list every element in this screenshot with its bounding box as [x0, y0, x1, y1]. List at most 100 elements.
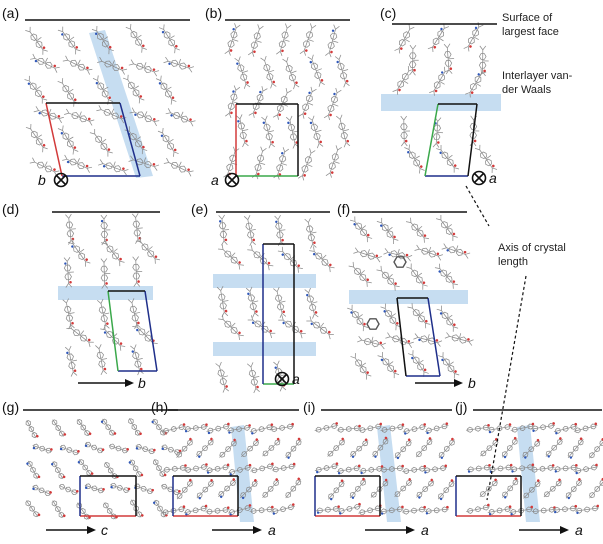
molecule-bond: [377, 355, 383, 358]
molecule-bond: [379, 508, 404, 513]
molecule-bond: [423, 237, 430, 240]
molecule-ring: [237, 64, 245, 72]
molecule-ring: [323, 424, 330, 431]
molecule-bond: [62, 299, 67, 304]
molecule-bond: [158, 27, 164, 30]
molecule-bond: [393, 238, 394, 244]
molecule-ring: [576, 507, 583, 514]
molecule: [376, 217, 399, 244]
molecule-bond: [405, 221, 412, 224]
oxygen-atom: [319, 140, 323, 144]
molecule-ring: [96, 32, 104, 41]
molecule-bond: [279, 313, 283, 318]
molecule-ring: [98, 306, 107, 314]
nitrogen-atom: [374, 455, 377, 458]
molecule-bond: [454, 373, 460, 376]
molecule-bond: [77, 502, 89, 520]
molecule: [248, 86, 268, 118]
molecule-bond: [423, 237, 425, 243]
molecule: [67, 238, 91, 267]
molecule-ring: [132, 263, 140, 271]
molecule-bond: [452, 235, 458, 238]
nitrogen-atom: [272, 512, 276, 515]
molecule: [309, 246, 335, 273]
molecule-ring: [59, 484, 66, 490]
molecule-bond: [297, 267, 303, 270]
oxygen-atom: [433, 45, 437, 49]
molecule: [76, 419, 92, 436]
nitrogen-atom: [418, 496, 421, 499]
molecule-ring: [467, 507, 474, 514]
molecule: [260, 55, 277, 89]
molecule-bond: [69, 323, 72, 329]
molecule-bond: [436, 148, 442, 151]
molecule-bond: [474, 147, 480, 151]
molecule-bond: [219, 440, 237, 458]
molecule: [304, 217, 317, 249]
molecule-bond: [131, 298, 135, 304]
nitrogen-atom: [77, 461, 81, 464]
molecule-bond: [129, 126, 130, 132]
molecule-ring: [575, 467, 582, 474]
molecule-bond: [320, 81, 325, 86]
molecule-ring: [271, 426, 278, 433]
nitrogen-atom: [64, 262, 67, 265]
molecule-ring: [164, 466, 170, 473]
molecule-bond: [85, 261, 91, 264]
oxygen-atom: [224, 309, 228, 313]
molecule-bond: [336, 467, 361, 472]
molecule-ring: [280, 95, 288, 104]
molecule-bond: [183, 426, 208, 430]
molecule: [304, 287, 319, 319]
nitrogen-atom: [316, 470, 319, 474]
molecule: [249, 505, 274, 515]
molecule: [30, 53, 60, 73]
molecule-bond: [290, 70, 297, 74]
molecule-bond: [366, 281, 372, 284]
molecule-bond: [447, 314, 453, 320]
oxygen-atom: [178, 490, 181, 493]
oxygen-atom: [85, 164, 89, 168]
molecule-bond: [77, 59, 81, 66]
nitrogen-atom: [474, 26, 478, 30]
molecule-bond: [298, 113, 304, 117]
nitrogen-atom: [353, 223, 356, 226]
molecule-bond: [371, 336, 374, 343]
molecule-ring: [432, 133, 441, 141]
molecule-ring: [55, 506, 61, 513]
molecule: [271, 503, 295, 515]
oxygen-atom: [73, 369, 77, 373]
molecule-ring: [381, 508, 387, 515]
molecule-bond: [42, 49, 48, 52]
molecule: [349, 438, 369, 458]
molecule-ring: [275, 368, 283, 376]
oxygen-atom: [88, 432, 92, 436]
oxygen-atom: [492, 164, 495, 168]
oxygen-atom: [297, 477, 301, 481]
molecule-bond: [133, 85, 139, 90]
molecule-ring: [437, 493, 444, 500]
molecule-bond: [303, 50, 306, 56]
molecule-bond: [408, 343, 413, 349]
molecule-ring: [485, 485, 492, 492]
molecule-ring: [229, 468, 236, 475]
molecule-bond: [416, 480, 435, 498]
molecule-bond: [232, 39, 239, 42]
nitrogen-atom: [439, 312, 443, 315]
interlayer-band: [517, 425, 540, 522]
molecule: [523, 479, 541, 499]
molecule: [474, 144, 498, 173]
molecule-bond: [285, 87, 288, 94]
oxygen-atom: [271, 505, 274, 509]
molecule: [162, 423, 186, 434]
molecule-bond: [238, 334, 244, 337]
molecule-bond: [163, 60, 169, 64]
axis-into-page-icon: [471, 170, 487, 186]
molecule-bond: [250, 315, 254, 321]
molecule-ring: [27, 460, 33, 467]
molecule-bond: [73, 149, 79, 152]
molecule-ring: [444, 51, 452, 58]
molecule-bond: [251, 51, 255, 57]
oxygen-atom: [122, 167, 125, 171]
molecule: [392, 66, 414, 95]
